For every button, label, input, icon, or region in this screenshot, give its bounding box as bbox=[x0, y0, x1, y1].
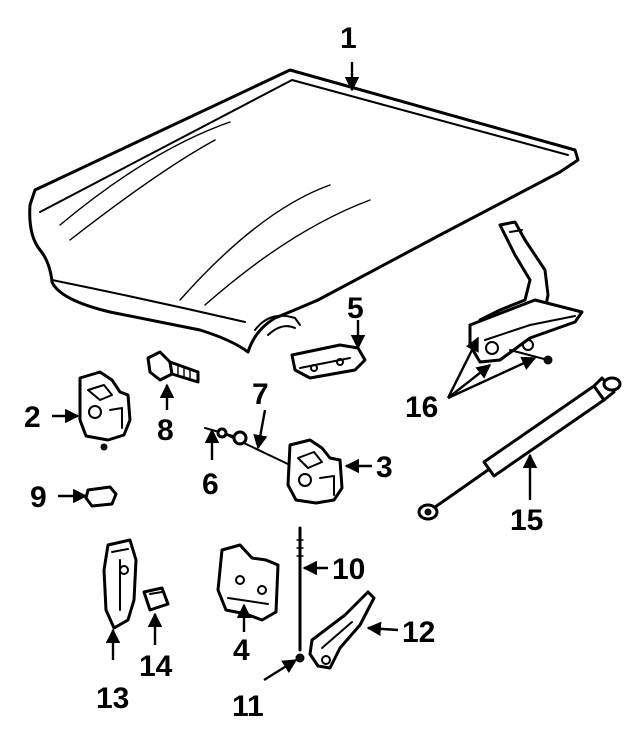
callout-8: 8 bbox=[157, 414, 174, 447]
release-handle bbox=[308, 590, 376, 670]
lift-support-strut bbox=[417, 376, 622, 521]
callout-14: 14 bbox=[139, 650, 173, 683]
hood-latch-left bbox=[78, 370, 132, 451]
callout-4: 4 bbox=[233, 634, 250, 667]
callout-12: 12 bbox=[402, 616, 435, 649]
clip bbox=[142, 586, 170, 612]
small-bumper bbox=[84, 485, 118, 508]
callout-1: 1 bbox=[340, 22, 357, 55]
callout-10: 10 bbox=[332, 553, 365, 586]
callout-5: 5 bbox=[347, 292, 364, 325]
hood-bumper bbox=[146, 350, 200, 384]
release-cable bbox=[204, 427, 291, 466]
callout-13: 13 bbox=[96, 682, 129, 715]
callout-9: 9 bbox=[30, 481, 47, 514]
hood-latch-right bbox=[286, 438, 344, 505]
callout-15: 15 bbox=[510, 504, 543, 537]
hood-panel bbox=[28, 68, 580, 354]
leader-line bbox=[366, 621, 399, 637]
callout-6: 6 bbox=[202, 468, 219, 501]
leader-line bbox=[253, 409, 268, 450]
callout-3: 3 bbox=[376, 451, 393, 484]
safety-catch bbox=[102, 538, 138, 630]
callout-7: 7 bbox=[252, 378, 269, 411]
leader-line bbox=[263, 658, 298, 682]
release-rod bbox=[295, 526, 305, 663]
callout-11: 11 bbox=[232, 690, 264, 723]
latch-support bbox=[216, 543, 280, 622]
callout-16: 16 bbox=[405, 391, 438, 424]
leader-line bbox=[447, 364, 492, 399]
hood-hinge bbox=[290, 343, 367, 380]
leader-line bbox=[446, 336, 480, 399]
leader-line bbox=[447, 356, 537, 400]
hinge-assembly bbox=[468, 220, 584, 365]
callout-2: 2 bbox=[24, 401, 41, 434]
